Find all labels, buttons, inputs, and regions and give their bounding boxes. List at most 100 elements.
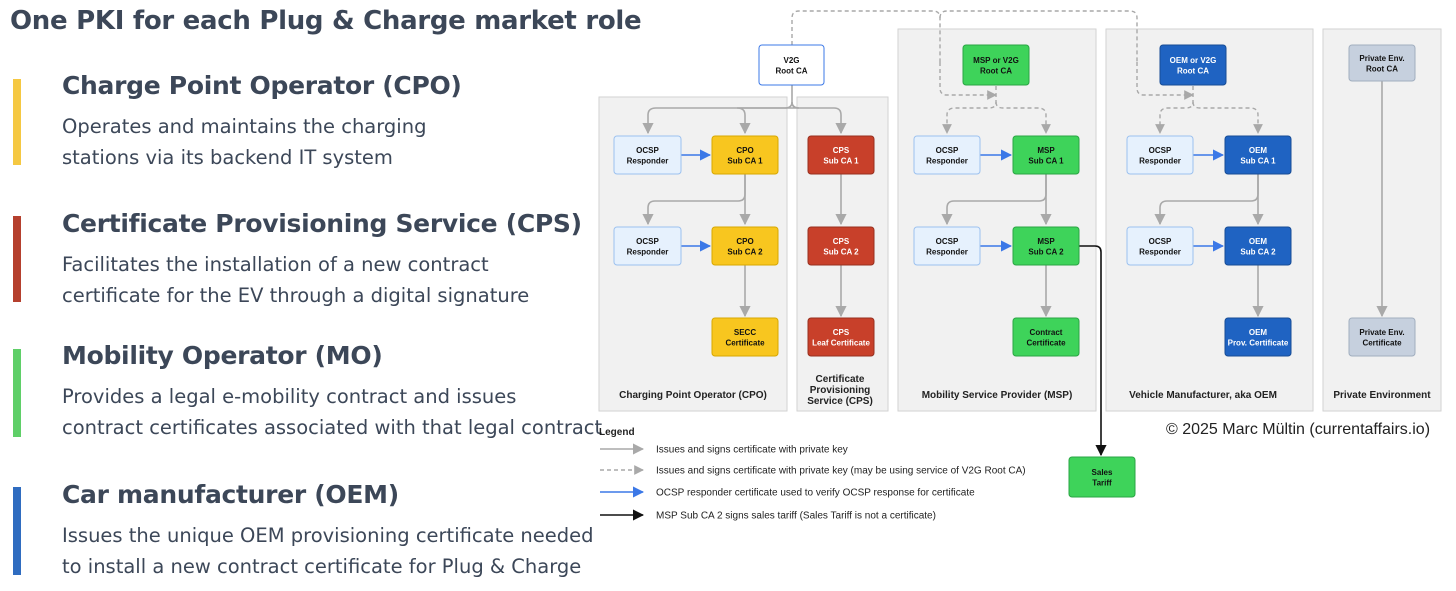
node-label: Sub CA 2 xyxy=(1240,248,1276,257)
link-msp-sub2-to-sales-tariff xyxy=(1079,245,1107,457)
node-cpo-ocsp2: OCSP Responder xyxy=(613,226,682,266)
node-cpo-ocsp1: OCSP Responder xyxy=(613,135,682,175)
node-msp-root: MSP or V2G Root CA xyxy=(962,44,1030,86)
node-oem-root: OEM or V2G Root CA xyxy=(1159,44,1227,86)
node-box xyxy=(1126,226,1194,266)
node-box xyxy=(913,226,981,266)
node-cps-leaf: CPS Leaf Certificate xyxy=(807,317,875,357)
node-box xyxy=(1348,44,1416,82)
legend-item-text: Issues and signs certificate with privat… xyxy=(656,445,848,456)
node-label: OEM xyxy=(1249,146,1268,155)
node-box xyxy=(1012,226,1080,266)
legend: Legend Issues and signs certificate with… xyxy=(599,427,1026,522)
node-box xyxy=(711,226,779,266)
legend-item-text: Issues and signs certificate with privat… xyxy=(656,466,1026,477)
node-label: CPS xyxy=(833,328,850,337)
node-box xyxy=(913,135,981,175)
role-color-bar xyxy=(13,216,21,302)
node-box xyxy=(807,226,875,266)
node-label: Private Env. xyxy=(1359,54,1404,63)
node-label: CPS xyxy=(833,146,850,155)
node-box xyxy=(711,135,779,175)
node-box xyxy=(1348,317,1416,357)
node-label: V2G xyxy=(783,56,799,65)
node-oem-sub1: OEM Sub CA 1 xyxy=(1224,135,1292,175)
node-label: Responder xyxy=(627,157,669,166)
node-label: MSP or V2G xyxy=(973,56,1019,65)
node-box xyxy=(711,317,779,357)
panel-label-cps-line3: Service (CPS) xyxy=(807,396,873,407)
node-label: OEM xyxy=(1249,328,1268,337)
node-cps-sub1: CPS Sub CA 1 xyxy=(807,135,875,175)
dashed-link-oem-root-to-sub1 xyxy=(1192,101,1263,134)
copyright-notice: © 2025 Marc Mültin (currentaffairs.io) xyxy=(1166,421,1431,438)
node-label: Root CA xyxy=(980,67,1012,76)
node-label: OCSP xyxy=(636,146,659,155)
node-label: OCSP xyxy=(636,237,659,246)
legend-item-text: OCSP responder certificate used to verif… xyxy=(656,488,975,499)
node-box xyxy=(1012,135,1080,175)
node-box xyxy=(1068,456,1136,498)
node-label: Sub CA 1 xyxy=(727,157,763,166)
node-label: Sub CA 2 xyxy=(823,248,859,257)
node-label: OCSP xyxy=(936,146,959,155)
dashed-link-v2g-to-msp xyxy=(791,10,941,62)
node-msp-ocsp1: OCSP Responder xyxy=(913,135,981,175)
dashed-link-msp-root-to-ocsp xyxy=(942,86,997,134)
node-label: Responder xyxy=(1139,157,1181,166)
node-box xyxy=(758,44,825,86)
node-label: Responder xyxy=(627,248,669,257)
node-priv-root: Private Env.Root CA xyxy=(1348,44,1416,82)
panel-label-cps-line1: Certificate xyxy=(816,374,865,385)
node-box xyxy=(1224,135,1292,175)
node-label: Contract xyxy=(1030,328,1063,337)
node-label: OEM xyxy=(1249,237,1268,246)
role-name: Car manufacturer (OEM) xyxy=(62,480,399,509)
node-oem-prov: OEM Prov. Certificate xyxy=(1224,317,1292,357)
node-box xyxy=(1159,44,1227,86)
node-label: Leaf Certificate xyxy=(812,339,870,348)
node-label: Root CA xyxy=(776,67,808,76)
ocsp-connectors xyxy=(681,149,1225,252)
dashed-link-to-msp-root xyxy=(939,62,997,100)
node-label: OEM or V2G xyxy=(1170,56,1217,65)
node-label: Certificate xyxy=(1026,339,1066,348)
link-v2g-to-cps-sub1 xyxy=(791,101,847,135)
node-secc: SECC Certificate xyxy=(711,317,779,357)
role-name: Mobility Operator (MO) xyxy=(62,341,383,370)
dashed-link-msp-root-to-sub1 xyxy=(995,101,1051,134)
node-label: Sub CA 1 xyxy=(823,157,859,166)
node-label: Responder xyxy=(926,157,968,166)
node-label: Certificate xyxy=(725,339,765,348)
node-label: CPS xyxy=(833,237,850,246)
node-cps-sub2: CPS Sub CA 2 xyxy=(807,226,875,266)
node-label: Sub CA 1 xyxy=(1028,157,1064,166)
role-color-bar xyxy=(13,349,21,437)
node-label: Root CA xyxy=(1177,67,1209,76)
node-label: Certificate xyxy=(1362,339,1402,348)
node-box xyxy=(613,135,682,175)
node-label: Responder xyxy=(1139,248,1181,257)
role-description: Facilitates the installation of a new co… xyxy=(62,253,530,307)
node-label: Private Env. xyxy=(1359,328,1404,337)
panel-label-private: Private Environment xyxy=(1333,390,1431,401)
node-label: SECC xyxy=(734,328,756,337)
legend-item-text: MSP Sub CA 2 signs sales tariff (Sales T… xyxy=(656,511,936,522)
role-mo: Mobility Operator (MO) Provides a legal … xyxy=(0,341,602,441)
node-label: Sub CA 1 xyxy=(1240,157,1276,166)
node-label: Responder xyxy=(926,248,968,257)
role-description: Issues the unique OEM provisioning certi… xyxy=(62,524,594,578)
role-color-bar xyxy=(13,79,21,165)
node-box xyxy=(1126,135,1194,175)
node-box xyxy=(807,317,875,357)
legend-title: Legend xyxy=(599,427,635,438)
node-label: Prov. Certificate xyxy=(1228,339,1289,348)
node-box xyxy=(807,135,875,175)
node-label: CPO xyxy=(736,146,753,155)
diagram-nodes: V2G Root CA OCSP Responder CPO Sub CA 1 OCSP Re… xyxy=(613,44,1416,498)
